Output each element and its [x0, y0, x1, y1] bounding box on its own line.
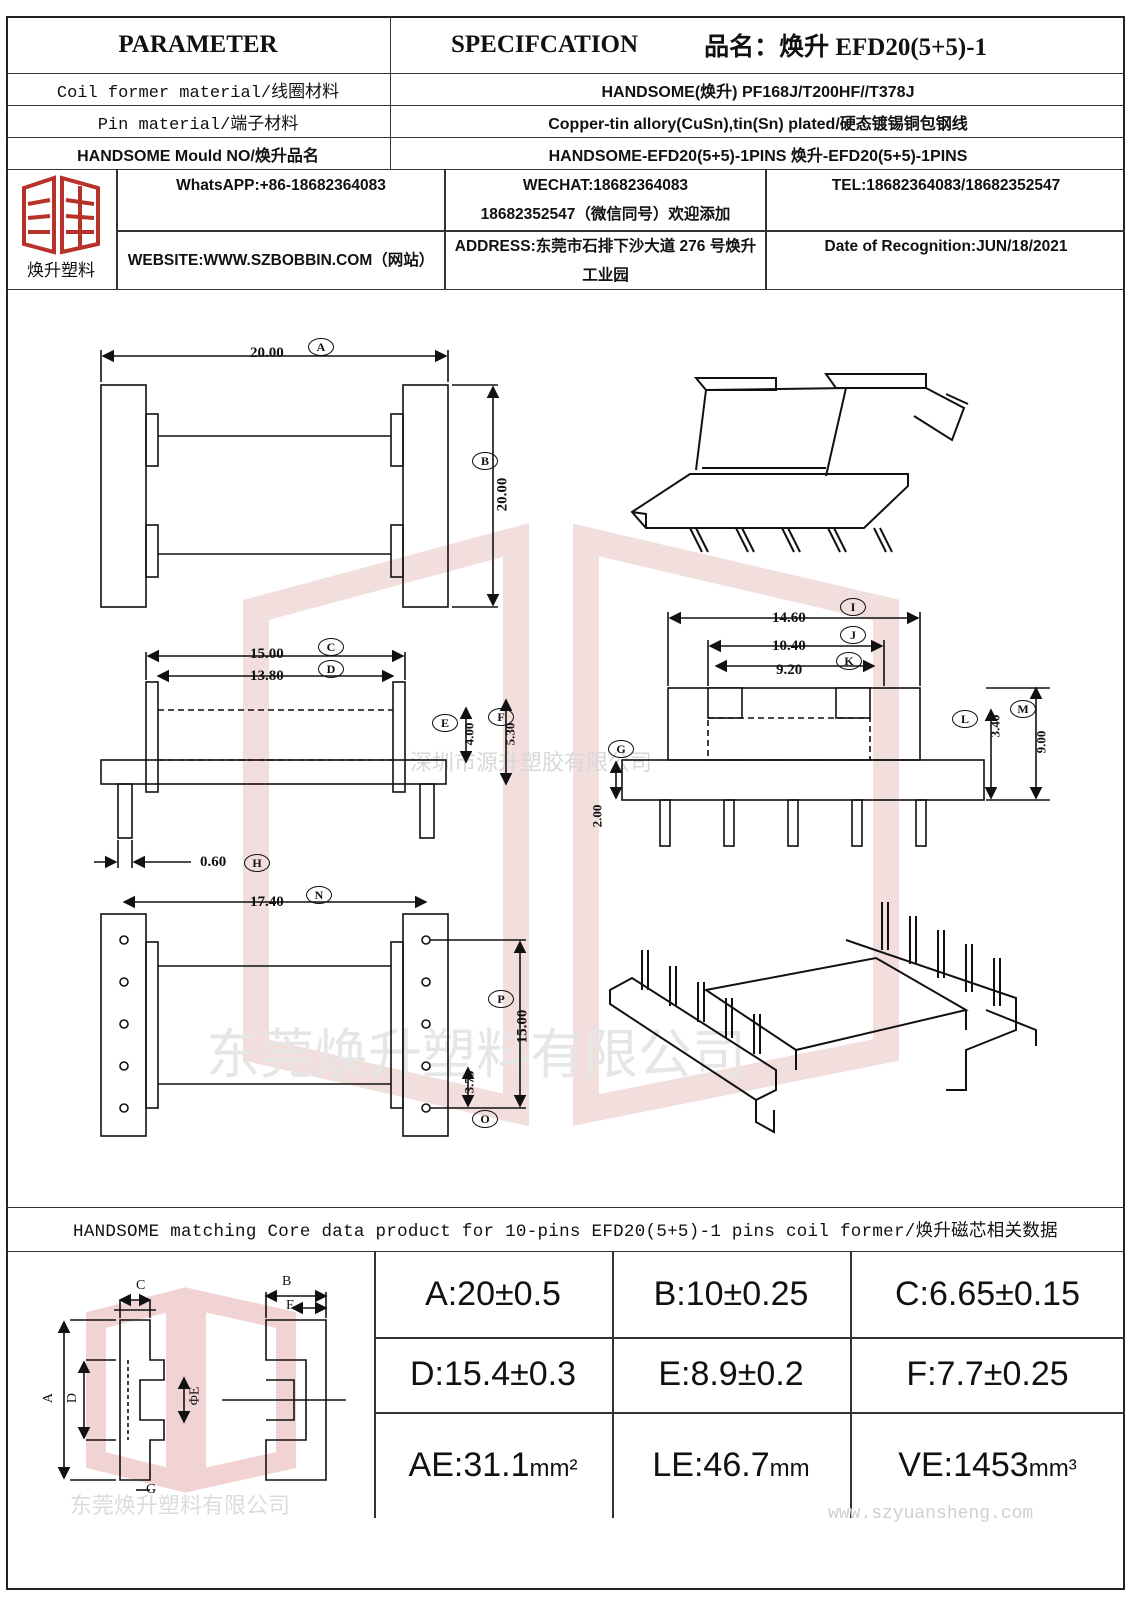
- parameter-heading: PARAMETER: [6, 16, 391, 73]
- core-label: F: [286, 1298, 294, 1313]
- dim-b-value: 20.00: [494, 477, 511, 512]
- dim-label: E: [432, 714, 458, 732]
- dim-label: N: [306, 886, 332, 904]
- param-row-pin: Pin material/端子材料 Copper-tin allory(CuSn…: [6, 106, 1125, 138]
- dim-label: M: [1010, 700, 1036, 718]
- logo-text: 焕升塑料: [27, 261, 95, 280]
- core-value-ae-unit: mm²: [529, 1455, 578, 1482]
- side-view-base: [100, 759, 447, 785]
- core-value-le-unit: mm: [769, 1455, 810, 1482]
- dim-label: I: [840, 598, 866, 616]
- core-label: D: [65, 1392, 81, 1404]
- drawing-svg: [94, 349, 1050, 1137]
- core-value-a: A:20±0.5: [425, 1275, 561, 1313]
- core-value-ve-number: VE:1453: [898, 1445, 1029, 1484]
- dim-l-value: 3.40: [987, 714, 1003, 738]
- dim-k-value: 9.20: [776, 662, 803, 678]
- dim-m-value: 9.00: [1033, 730, 1049, 754]
- core-value-ve-unit: mm³: [1028, 1455, 1077, 1482]
- technical-drawing: 深圳市源升塑胶有限公司 东莞焕升塑料有限公司: [6, 290, 1125, 1208]
- dim-label: A: [308, 338, 334, 356]
- dim-label: O: [472, 1110, 498, 1128]
- core-data-section: C B F A D ΦE G 东莞焕升塑料有限公司 A:20±0.5 B:10±…: [6, 1252, 1125, 1590]
- dim-o-value: 3.75: [461, 1070, 477, 1094]
- dim-label: G: [608, 740, 634, 758]
- dim-e-value: 4.00: [461, 722, 477, 746]
- recognition-date: Date of Recognition:JUN/18/2021: [824, 237, 1068, 255]
- core-label: G: [146, 1482, 157, 1497]
- dim-f-value: 5.30: [502, 722, 518, 746]
- param-row-coil: Coil former material/线圈材料 HANDSOME(焕升) P…: [6, 74, 1125, 106]
- dim-label: C: [318, 638, 344, 656]
- dim-label: K: [836, 652, 862, 670]
- dim-label: J: [840, 626, 866, 644]
- isometric-top: [630, 373, 969, 553]
- wechat: WECHAT:18682364083 18682352547（微信同号）欢迎添加: [446, 170, 765, 230]
- isometric-bottom: [609, 902, 1037, 1134]
- wechat-line-2: 18682352547（微信同号）欢迎添加: [480, 206, 731, 223]
- dim-j-value: 10.40: [772, 638, 806, 654]
- dim-g-value: 2.00: [589, 804, 605, 828]
- param-label: Pin material/端子材料: [6, 106, 391, 137]
- document-frame: [6, 16, 1125, 1590]
- core-value-ae-number: AE:31.1: [408, 1445, 530, 1484]
- address: ADDRESS:东莞市石排下沙大道 276 号焕升工业园: [454, 237, 757, 284]
- param-label: Coil former material/线圈材料: [6, 74, 391, 105]
- logo-mark-icon: [22, 175, 100, 255]
- core-value-d: D:15.4±0.3: [409, 1355, 577, 1393]
- bottom-view-flange-left: [100, 913, 147, 1137]
- dim-label: L: [952, 710, 978, 728]
- front-view-base: [621, 759, 985, 801]
- core-data-title: HANDSOME matching Core data product for …: [6, 1208, 1125, 1252]
- product-name: 品名：焕升 EFD20(5+5)-1: [704, 33, 988, 61]
- dim-p-value: 15.00: [514, 1009, 531, 1044]
- core-label: C: [136, 1278, 146, 1293]
- spec-heading: SPECIFCATION: [451, 30, 639, 58]
- dim-c-value: 15.00: [250, 646, 284, 662]
- website-link[interactable]: WEBSITE:WWW.SZBOBBIN.COM（网站）: [127, 252, 435, 269]
- dim-d-value: 13.80: [250, 668, 284, 684]
- dim-i-value: 14.60: [772, 610, 806, 626]
- top-view-flange-left: [100, 384, 147, 608]
- core-values-grid: A:20±0.5 B:10±0.25 C:6.65±0.15 D:15.4±0.…: [374, 1252, 1125, 1518]
- dim-label: D: [318, 660, 344, 678]
- param-value: Copper-tin allory(CuSn),tin(Sn) plated/硬…: [548, 115, 968, 133]
- param-value: HANDSOME-EFD20(5+5)-1PINS 焕升-EFD20(5+5)-…: [548, 147, 968, 165]
- dim-a-value: 20.00: [250, 345, 284, 361]
- core-value-b: B:10±0.25: [653, 1275, 809, 1313]
- dim-label: P: [488, 990, 514, 1008]
- param-row-mould: HANDSOME Mould NO/焕升品名 HANDSOME-EFD20(5+…: [6, 138, 1125, 170]
- wechat-line-1: WECHAT:18682364083: [522, 177, 689, 194]
- dim-n-value: 17.40: [250, 894, 284, 910]
- param-value: HANDSOME(焕升) PF168J/T200HF//T378J: [601, 83, 915, 101]
- core-value-e: E:8.9±0.2: [658, 1355, 804, 1393]
- top-view-flange-right: [402, 384, 449, 608]
- dim-label: F: [488, 708, 514, 726]
- core-diagram: [57, 1287, 346, 1493]
- telephone: TEL:18682364083/18682352547: [831, 176, 1061, 194]
- dim-label: H: [244, 854, 270, 872]
- dim-h-value: 0.60: [200, 854, 227, 870]
- whatsapp: WhatsAPP:+86-18682364083: [176, 176, 386, 194]
- contact-block: 焕升塑料 WhatsAPP:+86-18682364083 WECHAT:186…: [6, 170, 1125, 290]
- core-value-f: F:7.7±0.25: [906, 1355, 1069, 1393]
- header-row: PARAMETER SPECIFCATION 品名：焕升 EFD20(5+5)-…: [6, 16, 1125, 74]
- core-label: ΦE: [187, 1386, 203, 1406]
- spec-cell: SPECIFCATION 品名：焕升 EFD20(5+5)-1: [391, 16, 1125, 73]
- bottom-view-flange-right: [402, 913, 449, 1137]
- core-value-c: C:6.65±0.15: [894, 1275, 1080, 1313]
- core-value-le-number: LE:46.7: [652, 1445, 770, 1484]
- company-logo: 焕升塑料: [6, 170, 116, 290]
- dim-label: B: [472, 452, 498, 470]
- core-label: B: [282, 1274, 292, 1289]
- param-label: HANDSOME Mould NO/焕升品名: [6, 138, 391, 169]
- core-label: A: [41, 1392, 57, 1404]
